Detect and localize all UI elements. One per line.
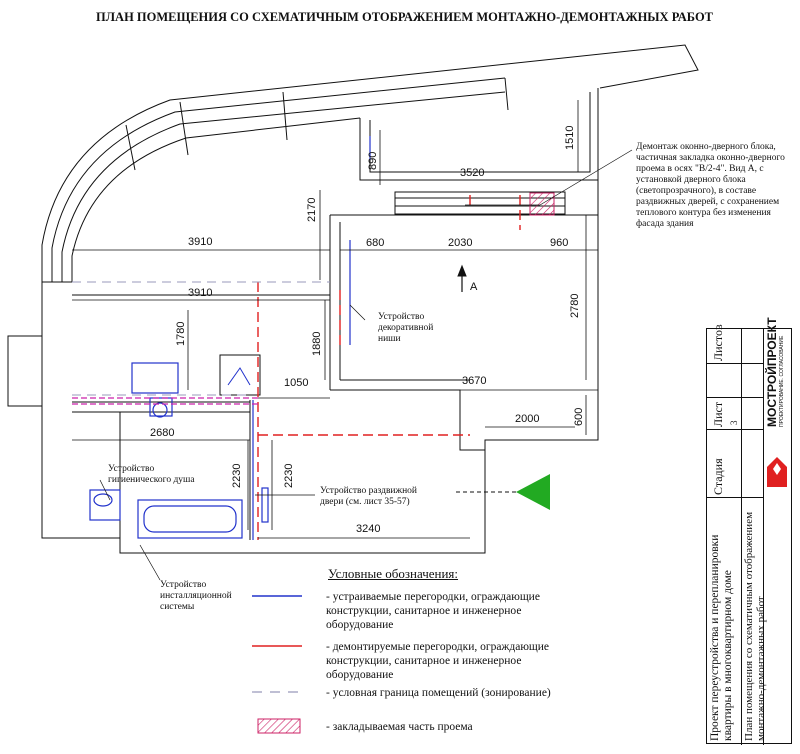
note-install-system: Устройство инсталляционной системы — [160, 580, 232, 612]
dim-2230-left: 2230 — [231, 464, 243, 488]
dim-1880: 1880 — [311, 332, 323, 356]
company-subtitle: ПРОЕКТИРОВАНИЕ. СОГЛАСОВАНИЕ — [779, 335, 785, 427]
page-title: ПЛАН ПОМЕЩЕНИЯ СО СХЕМАТИЧНЫМ ОТОБРАЖЕНИ… — [96, 10, 714, 24]
stamp-project-title: Проект переустройства и перепланировки к… — [709, 534, 734, 741]
legend-title: Условные обозначения: — [328, 566, 459, 581]
demolished-structures — [257, 195, 521, 540]
leader-lines — [99, 149, 633, 581]
dim-2680: 2680 — [150, 427, 174, 439]
view-label: А — [470, 281, 478, 293]
company-logo-icon — [767, 457, 787, 487]
dim-3520: 3520 — [460, 167, 484, 179]
note-demolition: Демонтаж оконно-дверного блока, частична… — [636, 142, 785, 229]
dim-1050: 1050 — [284, 377, 308, 389]
bathroom-wall-new — [72, 397, 258, 405]
stamp-stage-label: Стадия — [711, 458, 725, 495]
dim-2170: 2170 — [306, 198, 318, 222]
legend-item-new: - устраиваемые перегородки, ограждающие … — [326, 591, 540, 631]
dimension-lines — [72, 100, 598, 539]
legend-fill-sample — [257, 718, 301, 734]
dim-2030: 2030 — [448, 237, 472, 249]
legend-item-demolish: - демонтируемые перегородки, ограждающие… — [326, 641, 550, 681]
dim-2230-right: 2230 — [283, 464, 295, 488]
dim-1510: 1510 — [564, 126, 576, 150]
note-shower: Устройство гигиенического душа — [108, 464, 195, 485]
dim-3240: 3240 — [356, 523, 380, 535]
dim-680: 680 — [366, 237, 384, 249]
view-marker-icon — [516, 474, 550, 510]
stamp-sheet-label: Лист — [711, 401, 725, 427]
dim-600: 600 — [573, 408, 585, 426]
zone-boundaries — [72, 281, 330, 396]
note-niche: Устройство декоративной ниши — [378, 312, 434, 344]
dim-2000: 2000 — [515, 413, 539, 425]
dim-3670: 3670 — [462, 375, 486, 387]
view-arrow — [457, 264, 467, 292]
stamp-sheet-title: План помещения со схематичным отображени… — [743, 511, 767, 741]
company-name: МОСТРОЙПРОЕКТ — [765, 317, 779, 427]
dim-1780: 1780 — [175, 322, 187, 346]
dim-3910-mid: 3910 — [188, 287, 212, 299]
new-structures — [89, 136, 371, 540]
dim-3910-top: 3910 — [188, 236, 212, 248]
title-block: Листов Лист 3 Стадия Проект переустройст… — [706, 317, 792, 745]
dim-2780: 2780 — [569, 294, 581, 318]
stamp-sheets-label: Листов — [711, 324, 725, 361]
legend-item-fill: - закладываемая часть проема — [326, 721, 473, 733]
dim-890: 890 — [367, 152, 379, 170]
legend-item-zone: - условная граница помещений (зонировани… — [326, 687, 551, 699]
stamp-sheet-number: 3 — [729, 420, 739, 426]
note-sliding-door: Устройство раздвижной двери (см. лист 35… — [320, 486, 417, 507]
dim-960: 960 — [550, 237, 568, 249]
